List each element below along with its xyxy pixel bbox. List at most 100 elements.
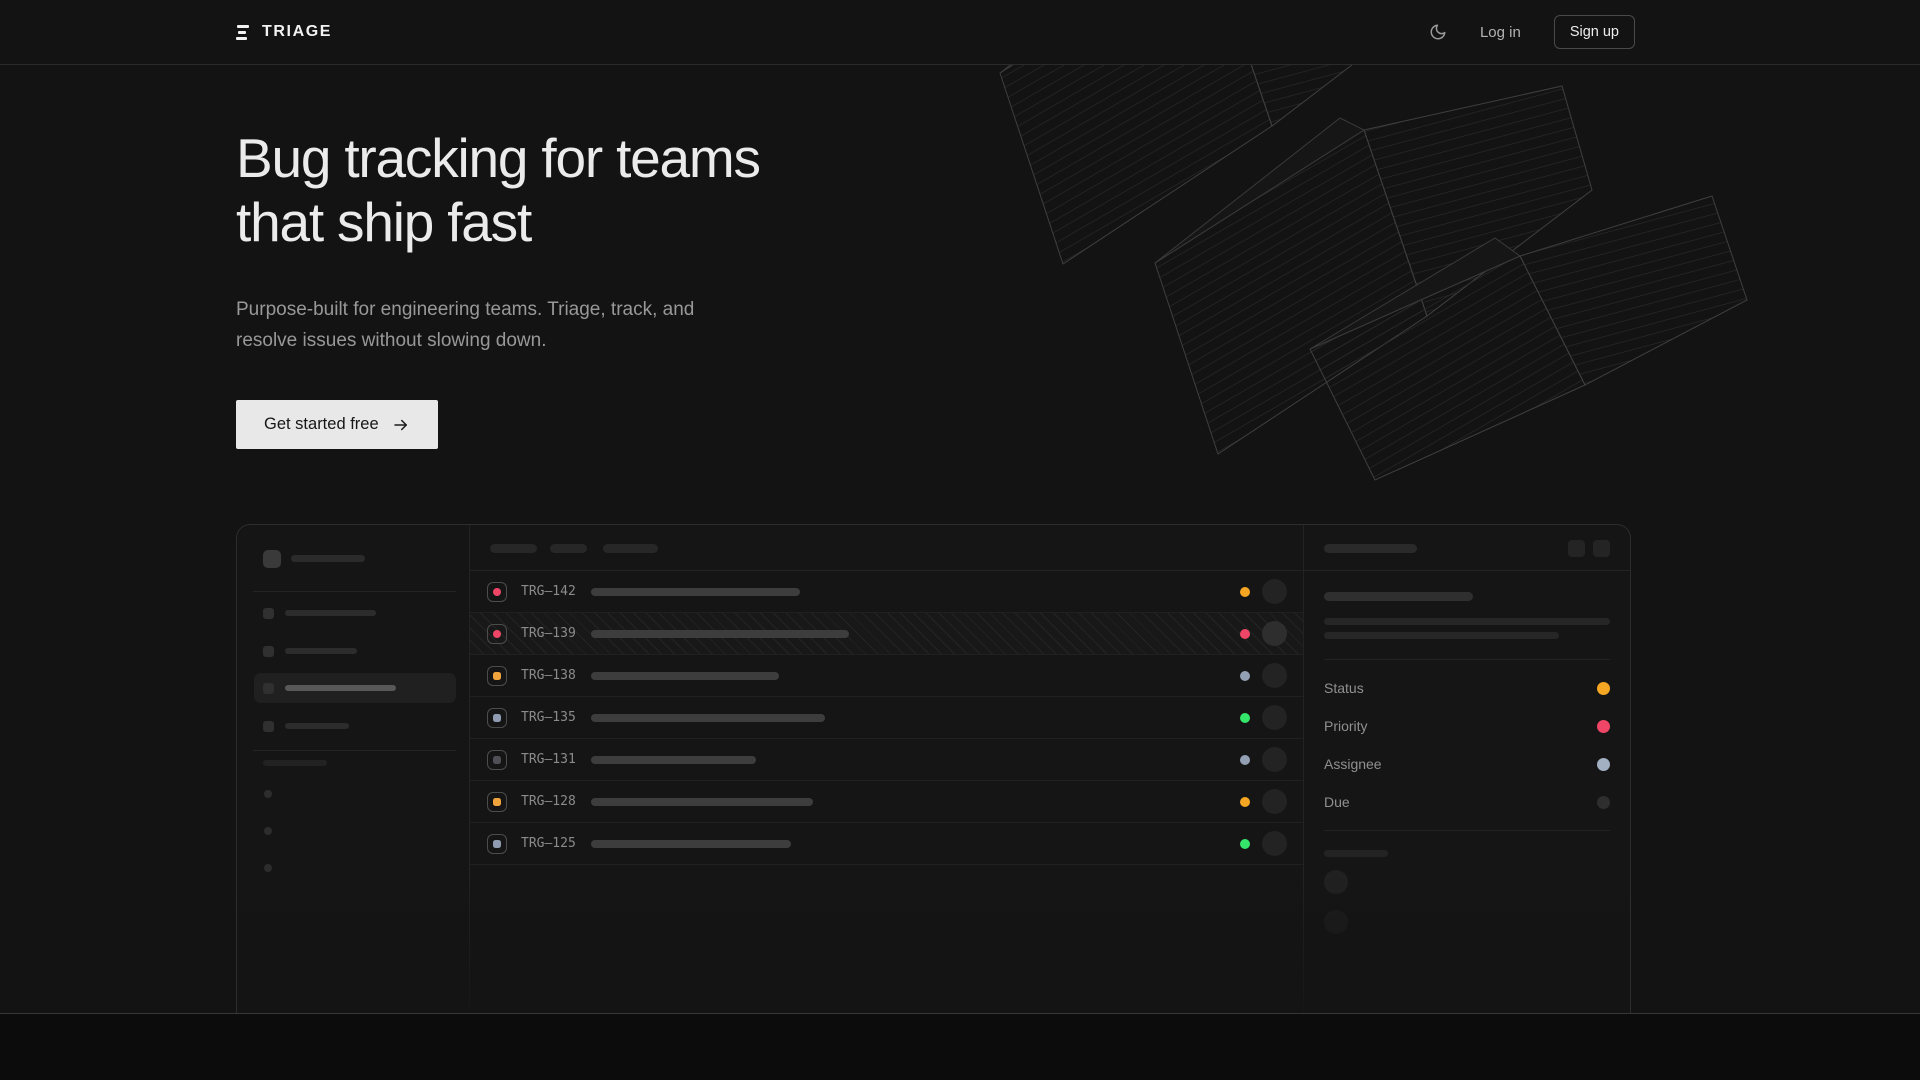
issue-desc-skeleton: [1324, 618, 1610, 625]
issue-type-icon: [487, 791, 507, 812]
list-filter-pill-skeleton: [490, 544, 537, 553]
assignee-avatar: [1262, 789, 1287, 814]
brand-name: TRIAGE: [262, 23, 333, 40]
divider: [1324, 830, 1610, 831]
issue-id: TRG–131: [521, 752, 576, 767]
issue-title-skeleton: [591, 587, 800, 596]
detail-header-skeleton: [1324, 544, 1417, 553]
assignee-avatar: [1262, 663, 1287, 688]
status-dot: [1240, 754, 1250, 765]
issue-row: TRG–125: [470, 823, 1303, 865]
issue-id: TRG–128: [521, 794, 576, 809]
list-filter-pill-skeleton: [603, 544, 658, 553]
issue-title-skeleton: [591, 755, 756, 764]
mockup-sidebar: [237, 525, 470, 1014]
issue-row: TRG–131: [470, 739, 1303, 781]
sidebar-nav-item: [254, 636, 456, 666]
assignee-avatar: [1262, 579, 1287, 604]
nav-item-icon: [263, 607, 274, 619]
moon-icon[interactable]: [1429, 23, 1447, 41]
assignee-avatar: [1262, 621, 1287, 646]
detail-field-row: Due: [1324, 783, 1610, 821]
panel-action-button: [1568, 540, 1585, 557]
sidebar-dot: [264, 864, 272, 872]
field-value-dot: [1597, 757, 1610, 771]
field-value-dot: [1597, 719, 1610, 733]
issue-title-skeleton: [591, 671, 779, 680]
field-label: Due: [1324, 794, 1350, 810]
status-dot: [1240, 670, 1250, 681]
issue-row: TRG–142: [470, 571, 1303, 613]
issue-title-skeleton: [591, 629, 849, 638]
hero-title-line1: Bug tracking for teams: [236, 127, 761, 189]
login-link[interactable]: Log in: [1479, 23, 1521, 41]
detail-panel-header: [1304, 525, 1630, 571]
signup-button[interactable]: Sign up: [1553, 15, 1635, 49]
field-label: Status: [1324, 680, 1364, 696]
nav-item-label-skeleton: [285, 610, 376, 616]
issue-id: TRG–139: [521, 626, 576, 641]
issue-title-skeleton: [1324, 592, 1473, 601]
divider: [253, 591, 456, 592]
issue-type-icon: [487, 581, 507, 602]
sidebar-nav-item: [254, 711, 456, 741]
field-label: Assignee: [1324, 756, 1382, 772]
top-navigation: TRIAGE Log in Sign up: [0, 0, 1920, 65]
nav-item-label-skeleton: [285, 723, 349, 729]
field-label: Priority: [1324, 718, 1368, 734]
detail-field-row: Priority: [1324, 707, 1610, 745]
assignee-avatar: [1262, 831, 1287, 856]
issue-list-header: [470, 525, 1303, 571]
mockup-detail-panel: Status Priority Assignee Due: [1304, 525, 1630, 1014]
app-mockup: TRG–142 TRG–139 TRG–138 TRG–135 TRG–131: [236, 524, 1631, 1014]
issue-row: TRG–135: [470, 697, 1303, 739]
issue-id: TRG–142: [521, 584, 576, 599]
brand-logo[interactable]: TRIAGE: [236, 23, 332, 41]
issue-type-icon: [487, 707, 507, 728]
status-dot: [1240, 586, 1250, 597]
issue-title-skeleton: [591, 839, 791, 848]
issue-type-icon: [487, 665, 507, 686]
nav-item-label-skeleton: [285, 685, 396, 691]
activity-avatar: [1324, 870, 1348, 894]
field-value-dot: [1597, 681, 1610, 695]
section-label-skeleton: [263, 760, 327, 766]
get-started-button[interactable]: Get started free: [236, 400, 438, 449]
footer: [0, 1013, 1920, 1080]
status-dot: [1240, 712, 1250, 723]
sidebar-dot: [264, 790, 272, 798]
nav-item-label-skeleton: [285, 648, 357, 654]
nav-item-icon: [263, 682, 274, 694]
activity-avatar: [1324, 910, 1348, 934]
sidebar-nav-item: [254, 673, 456, 703]
nav-item-icon: [263, 720, 274, 732]
issue-id: TRG–125: [521, 836, 576, 851]
workspace-name-skeleton: [291, 555, 365, 562]
divider: [253, 750, 456, 751]
issue-title-skeleton: [591, 797, 813, 806]
sidebar-dot: [264, 827, 272, 835]
field-value-dot: [1597, 795, 1610, 809]
assignee-avatar: [1262, 705, 1287, 730]
issue-id: TRG–135: [521, 710, 576, 725]
list-filter-pill-skeleton: [550, 544, 587, 553]
issue-row: TRG–138: [470, 655, 1303, 697]
mockup-issue-list: TRG–142 TRG–139 TRG–138 TRG–135 TRG–131: [470, 525, 1304, 1014]
nav-actions: Log in Sign up: [1429, 15, 1635, 49]
issue-desc-skeleton: [1324, 632, 1559, 639]
activity-label-skeleton: [1324, 850, 1388, 857]
arrow-right-icon: [393, 419, 407, 430]
issue-row: TRG–139: [470, 613, 1303, 655]
hero-title-line2: that ship fast: [236, 191, 532, 253]
triage-logo-icon: [236, 24, 249, 40]
sidebar-nav-item: [254, 598, 456, 628]
issue-type-icon: [487, 749, 507, 770]
hero-description: Purpose-built for engineering teams. Tri…: [236, 299, 695, 351]
issue-id: TRG–138: [521, 668, 576, 683]
divider: [1324, 659, 1610, 660]
assignee-avatar: [1262, 747, 1287, 772]
detail-field-row: Status: [1324, 669, 1610, 707]
workspace-icon: [263, 550, 281, 568]
issue-row: TRG–128: [470, 781, 1303, 823]
